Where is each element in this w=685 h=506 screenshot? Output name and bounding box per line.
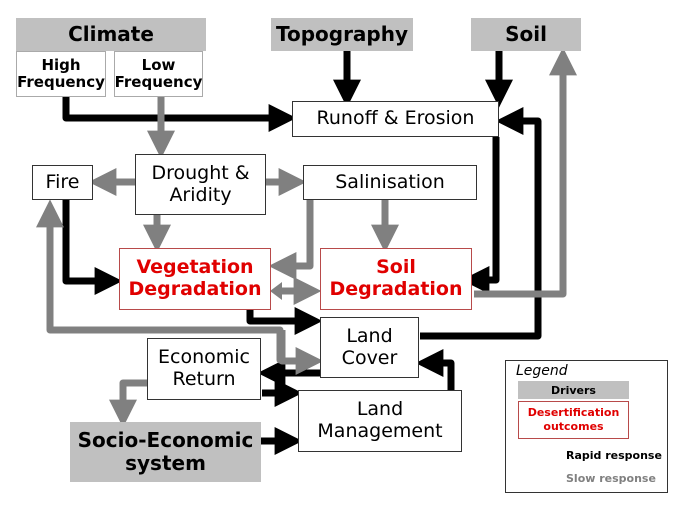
arrow-runoff-to-soil-deg — [461, 137, 500, 294]
legend: Legend Drivers Desertification outcomes … — [505, 360, 668, 493]
driver-soil: Soil — [471, 18, 581, 51]
driver-topography-label: Topography — [275, 22, 409, 46]
legend-drivers-swatch: Drivers — [518, 381, 629, 399]
node-drought-aridity: Drought & Aridity — [135, 154, 266, 215]
node-economic-return: Economic Return — [147, 338, 261, 400]
node-fire-label: Fire — [45, 170, 80, 193]
arrow-salinisation-to-veg-deg — [268, 198, 314, 280]
driver-socio-economic-system: Socio-Economic system — [70, 422, 261, 482]
node-land-management-label: Land Management — [317, 398, 443, 442]
arrowhead-veg-side — [270, 282, 282, 300]
arrow-econ-return-to-socioeconomic — [109, 379, 147, 428]
node-salinisation: Salinisation — [303, 165, 477, 200]
node-drought-aridity-label: Drought & Aridity — [151, 161, 250, 206]
arrow-veg-deg-to-landcover — [246, 305, 323, 335]
node-economic-return-label: Economic Return — [158, 346, 250, 390]
legend-slow-label: Slow response — [566, 472, 656, 485]
node-salinisation-label: Salinisation — [335, 170, 445, 193]
climate-low-frequency-label: Low Frequency — [114, 55, 203, 91]
arrow-highfreq-to-runoff — [62, 96, 297, 132]
arrow-fire-to-veg-deg — [62, 200, 123, 295]
node-land-cover: Land Cover — [320, 317, 419, 378]
driver-soil-label: Soil — [505, 22, 547, 46]
climate-high-frequency-label: High Frequency — [17, 55, 105, 91]
node-runoff-erosion-label: Runoff & Erosion — [316, 107, 475, 130]
outcome-soil-degradation-label: Soil Degradation — [329, 256, 463, 300]
outcome-soil-degradation: Soil Degradation — [320, 248, 472, 310]
arrow-to-landcover-slow — [278, 330, 324, 375]
arrow-soil-deg-to-soil — [474, 47, 577, 298]
driver-climate-label: Climate — [68, 22, 154, 46]
driver-socio-economic-label: Socio-Economic system — [77, 428, 254, 475]
node-land-management: Land Management — [298, 390, 462, 452]
outcome-vegetation-degradation: Vegetation Degradation — [119, 248, 271, 310]
arrow-land-mgmt-to-landcover — [415, 349, 455, 390]
legend-title: Legend — [516, 363, 568, 379]
legend-rapid-label: Rapid response — [566, 449, 662, 462]
driver-topography: Topography — [271, 18, 413, 51]
node-runoff-erosion: Runoff & Erosion — [292, 101, 499, 137]
climate-low-frequency: Low Frequency — [114, 51, 203, 97]
outcome-vegetation-degradation-label: Vegetation Degradation — [128, 256, 262, 300]
legend-outcomes-swatch: Desertification outcomes — [518, 401, 629, 439]
arrow-landcover-to-runoff — [420, 107, 542, 340]
node-land-cover-label: Land Cover — [341, 324, 398, 369]
node-fire: Fire — [32, 165, 93, 200]
driver-climate: Climate — [16, 18, 206, 51]
climate-high-frequency: High Frequency — [16, 51, 106, 97]
